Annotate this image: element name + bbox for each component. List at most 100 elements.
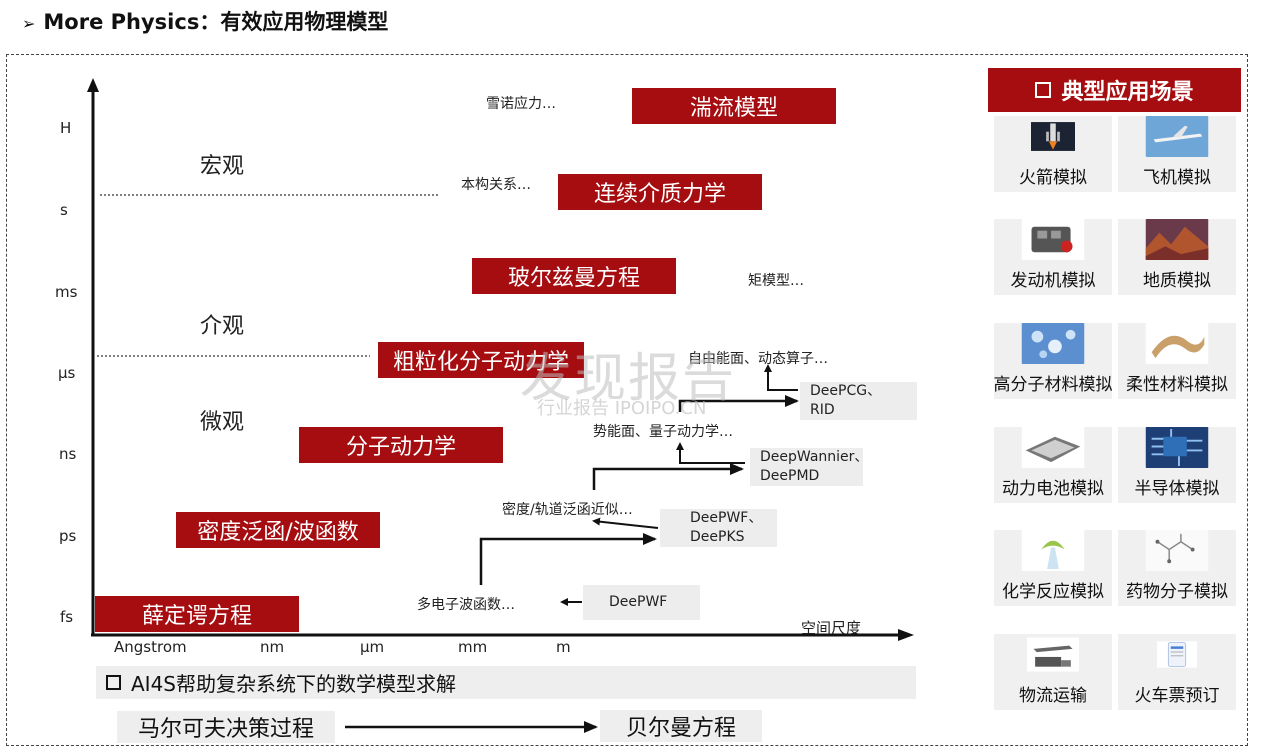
x-tick-mm: mm <box>458 638 488 656</box>
app-card-train: 火车票预订 <box>1118 634 1236 710</box>
chemistry-icon <box>1021 530 1085 571</box>
y-tick-fs: fs <box>60 608 74 626</box>
rocket-icon <box>1031 122 1075 151</box>
arrow-step-potential <box>592 463 744 490</box>
semiconductor-icon <box>1145 427 1209 468</box>
arrow-deepcg <box>764 364 798 391</box>
train-ticket-icon <box>1157 641 1197 668</box>
tool-deepwf-deepks: DeePWF、 DeePKS <box>660 509 777 547</box>
y-tick-ns: ns <box>59 445 77 463</box>
app-label: 飞机模拟 <box>1143 168 1211 188</box>
model-continuum: 连续介质力学 <box>558 174 762 210</box>
battery-icon <box>1021 427 1085 468</box>
checkbox-icon <box>106 675 121 690</box>
app-label: 药物分子模拟 <box>1126 582 1228 602</box>
model-coarse-md: 粗粒化分子动力学 <box>378 342 584 378</box>
tool-deepwf: DeePWF <box>583 585 700 620</box>
app-card-engine: 发动机模拟 <box>994 219 1112 295</box>
tool-line: DeePCG、 <box>810 383 882 399</box>
annotation-density: 密度/轨道泛函近似… <box>502 502 633 518</box>
y-tick-s: s <box>60 201 68 219</box>
logistics-icon <box>1027 637 1079 672</box>
y-tick-ms: ms <box>55 283 78 301</box>
x-tick-um: μm <box>360 638 385 656</box>
bellman-box: 贝尔曼方程 <box>600 710 762 742</box>
app-label: 火车票预订 <box>1134 686 1220 706</box>
model-md: 分子动力学 <box>299 427 503 463</box>
app-label: 半导体模拟 <box>1134 479 1220 499</box>
polymer-icon <box>1021 323 1085 364</box>
flexible-material-icon <box>1145 323 1209 364</box>
app-card-airplane: 飞机模拟 <box>1118 116 1236 192</box>
app-card-chemistry: 化学反应模拟 <box>994 530 1112 606</box>
engine-icon <box>1021 219 1085 260</box>
tool-line: DeePKS <box>690 529 745 545</box>
annotation-moment: 矩模型… <box>748 273 804 289</box>
annotation-potential: 势能面、量子动力学… <box>593 424 733 440</box>
model-dft: 密度泛函/波函数 <box>176 512 380 548</box>
page-title: ➢ More Physics：有效应用物理模型 <box>22 6 388 36</box>
ai4s-banner-text: AI4S帮助复杂系统下的数学模型求解 <box>131 672 456 696</box>
app-card-battery: 动力电池模拟 <box>994 427 1112 503</box>
content-frame <box>6 54 1248 746</box>
arrow-step-density <box>479 533 657 585</box>
watermark-sub: 行业报告 IPOIPO.CN <box>537 398 707 419</box>
bullet-arrow-icon: ➢ <box>22 14 36 33</box>
annotation-constitutive: 本构关系… <box>461 177 531 193</box>
model-schrodinger: 薛定谔方程 <box>95 596 299 632</box>
app-card-logistics: 物流运输 <box>994 634 1112 710</box>
scale-meso: 介观 <box>200 314 245 339</box>
annotation-free-energy: 自由能面、动态算子… <box>688 351 828 367</box>
tool-line: DeePMD <box>760 468 820 484</box>
tool-line: DeePWF、 <box>690 510 763 526</box>
tool-line: DeePWF <box>609 594 668 610</box>
watermark-main: 发现报告 <box>520 349 737 409</box>
app-card-geology: 地质模拟 <box>1118 219 1236 295</box>
arrow-deepmd <box>676 442 745 464</box>
app-card-semiconductor: 半导体模拟 <box>1118 427 1236 503</box>
app-label: 柔性材料模拟 <box>1126 375 1228 395</box>
app-label: 发动机模拟 <box>1010 271 1096 291</box>
markov-box: 马尔可夫决策过程 <box>117 711 335 743</box>
app-card-flexible: 柔性材料模拟 <box>1118 323 1236 399</box>
app-label: 化学反应模拟 <box>1002 582 1104 602</box>
app-label: 火箭模拟 <box>1019 168 1087 188</box>
scale-micro: 微观 <box>200 410 245 435</box>
annotation-many-electron: 多电子波函数… <box>417 597 515 613</box>
geology-icon <box>1145 219 1209 260</box>
x-tick-angstrom: Angstrom <box>114 638 187 656</box>
y-tick-ps: ps <box>59 527 77 545</box>
tool-line: DeepWannier、 <box>760 449 869 465</box>
app-label: 地质模拟 <box>1143 271 1211 291</box>
ai4s-banner: AI4S帮助复杂系统下的数学模型求解 <box>96 666 916 699</box>
airplane-icon <box>1145 116 1209 157</box>
tool-line: RID <box>810 402 835 418</box>
app-label: 物流运输 <box>1019 686 1087 706</box>
model-boltzmann: 玻尔兹曼方程 <box>472 258 676 294</box>
x-axis-label: 空间尺度 <box>801 619 862 637</box>
y-tick-us: μs <box>58 364 76 382</box>
applications-header: 典型应用场景 <box>988 68 1241 112</box>
app-card-polymer: 高分子材料模拟 <box>993 323 1113 399</box>
drug-molecule-icon <box>1145 530 1209 571</box>
arrow-step-free-energy <box>678 395 799 412</box>
tool-deepcg-rid: DeePCG、 RID <box>800 382 917 420</box>
app-label: 高分子材料模拟 <box>993 375 1113 395</box>
x-tick-m: m <box>556 638 571 656</box>
x-axis-arrowhead <box>898 629 914 641</box>
tool-deepwannier-deepmd: DeepWannier、 DeePMD <box>750 448 869 486</box>
page-title-text: More Physics：有效应用物理模型 <box>43 10 389 34</box>
x-tick-nm: nm <box>260 638 285 656</box>
y-tick-h: H <box>60 119 72 137</box>
app-label: 动力电池模拟 <box>1002 479 1104 499</box>
scale-macro: 宏观 <box>200 154 245 179</box>
annotation-snow: 雪诺应力… <box>486 96 556 112</box>
checkbox-icon <box>1035 82 1052 98</box>
app-card-rocket: 火箭模拟 <box>994 116 1112 192</box>
app-card-drug: 药物分子模拟 <box>1118 530 1236 606</box>
y-axis-arrowhead <box>87 78 99 92</box>
applications-header-text: 典型应用场景 <box>1061 80 1194 105</box>
model-turbulence: 湍流模型 <box>632 88 836 124</box>
arrow-deepks <box>592 517 659 529</box>
